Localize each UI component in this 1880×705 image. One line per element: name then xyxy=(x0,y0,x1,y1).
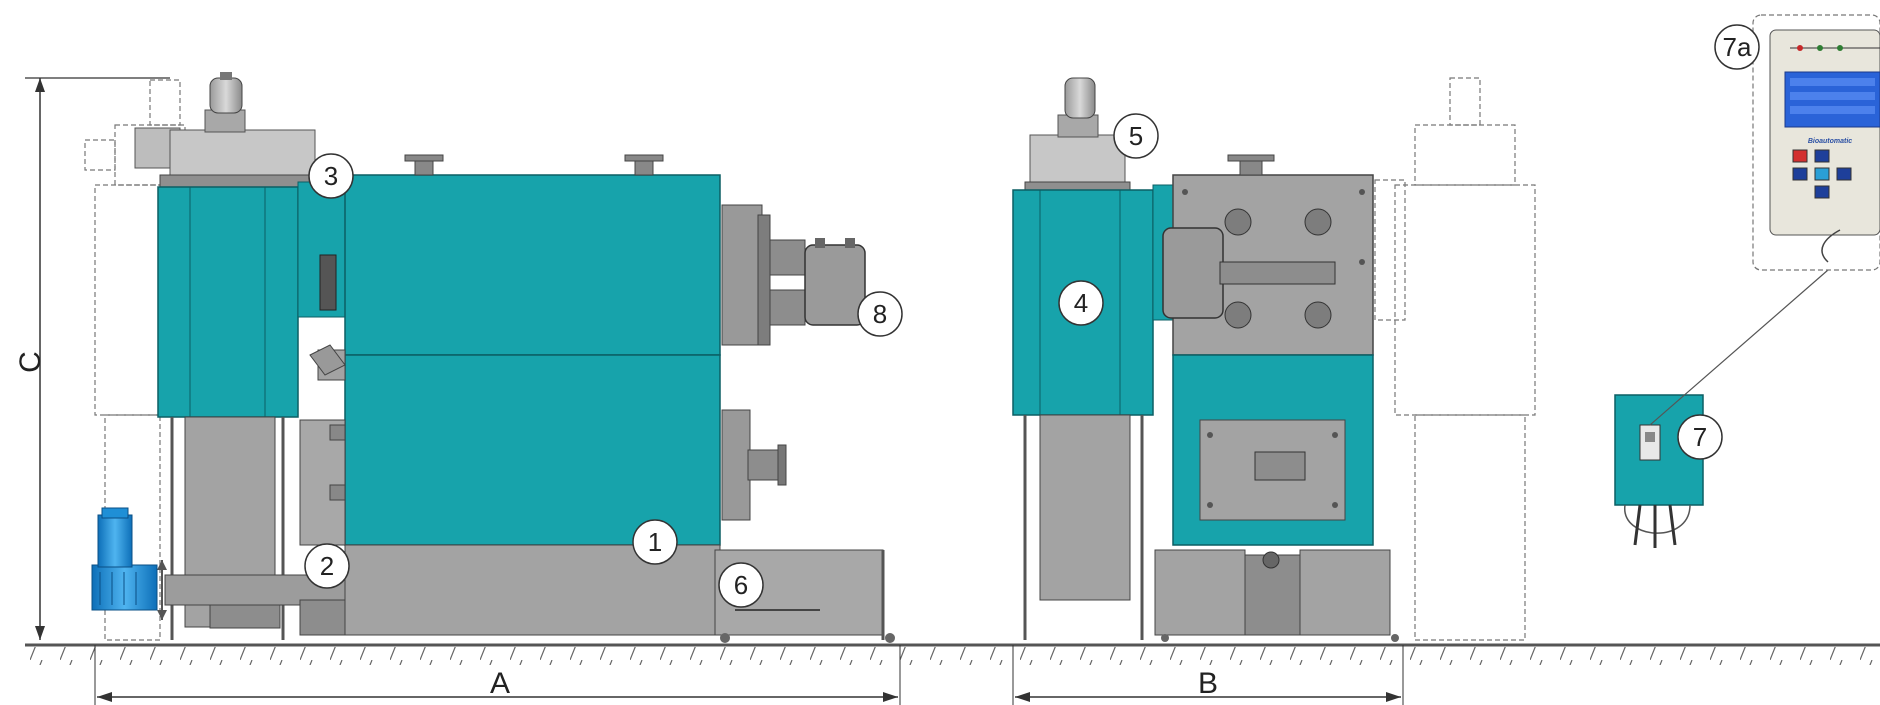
callout-2-label: 2 xyxy=(320,551,334,581)
callout-7a-label: 7a xyxy=(1723,32,1752,62)
front-upper-panel xyxy=(1162,154,1374,356)
callout-2: 2 xyxy=(304,543,350,589)
auger-feeder xyxy=(157,560,346,636)
callout-7-label: 7 xyxy=(1693,422,1707,452)
panel-button-left xyxy=(1792,167,1808,181)
dimension-c: C xyxy=(14,77,170,640)
lower-door xyxy=(721,409,787,521)
boiler-side-view xyxy=(84,72,895,643)
front-alt-position-outline xyxy=(1374,77,1536,641)
callout-7a: 7a xyxy=(1714,24,1760,70)
callout-8: 8 xyxy=(857,291,903,337)
callout-5-label: 5 xyxy=(1129,121,1143,151)
callout-6-label: 6 xyxy=(734,570,748,600)
front-lower-panel xyxy=(1172,354,1374,546)
callout-5: 5 xyxy=(1113,113,1159,159)
panel-button-down xyxy=(1814,185,1830,199)
front-fan xyxy=(1024,77,1131,191)
fan-unit-top xyxy=(134,72,316,188)
burner-assembly xyxy=(721,204,866,346)
ash-hopper xyxy=(170,416,285,640)
panel-button-red xyxy=(1792,149,1808,163)
panel-button-up xyxy=(1814,149,1830,163)
front-cyclone-column xyxy=(1012,184,1174,640)
panel-brand-label: Bioautomatic xyxy=(1808,138,1852,145)
callout-7: 7 xyxy=(1677,414,1723,460)
dimension-a: A xyxy=(94,645,901,705)
boiler-front-view xyxy=(1012,77,1536,642)
dimension-b-label: B xyxy=(1198,667,1218,700)
panel-button-right xyxy=(1836,167,1852,181)
panel-button-ok xyxy=(1814,167,1830,181)
callout-6: 6 xyxy=(718,562,764,608)
cyclone-column xyxy=(157,181,349,418)
callout-3: 3 xyxy=(308,153,354,199)
callout-1: 1 xyxy=(632,519,678,565)
drive-motor xyxy=(91,507,158,611)
dimension-b: B xyxy=(1012,645,1404,705)
callout-1-label: 1 xyxy=(648,527,662,557)
control-panel: Bioautomatic xyxy=(1752,14,1880,271)
feed-ports xyxy=(299,344,346,546)
panel-connector-line xyxy=(1649,269,1829,426)
dimension-c-label: C xyxy=(14,351,47,373)
callout-8-label: 8 xyxy=(873,299,887,329)
callout-4: 4 xyxy=(1058,280,1104,326)
front-base-containers xyxy=(1154,549,1399,642)
callout-4-label: 4 xyxy=(1074,288,1088,318)
ground-line xyxy=(25,643,1880,665)
dimension-a-label: A xyxy=(490,667,510,700)
callout-3-label: 3 xyxy=(324,161,338,191)
